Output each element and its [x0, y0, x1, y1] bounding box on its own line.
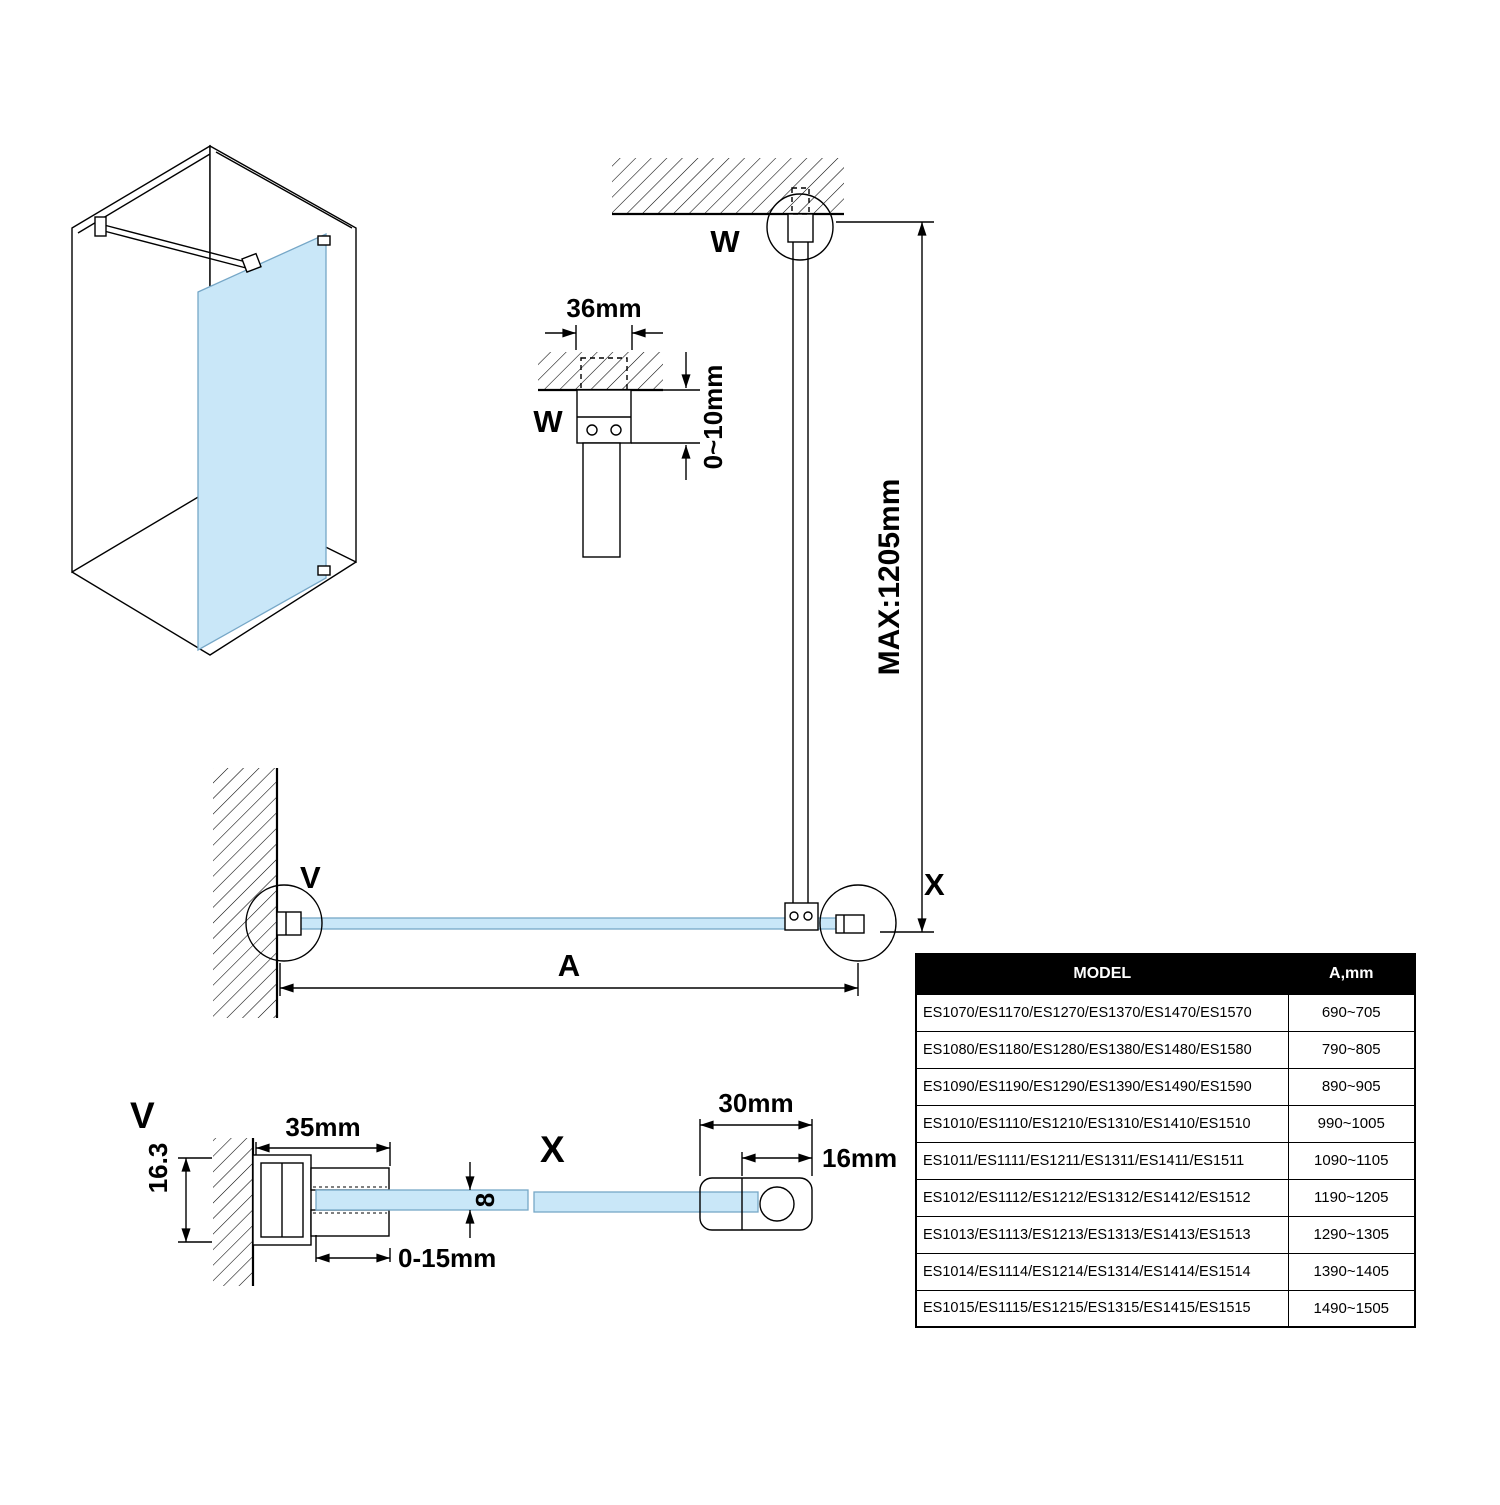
a-mm-cell: 790~805: [1287, 1030, 1416, 1069]
w-callout-circle: [766, 193, 834, 261]
profile-lower-jaw: [310, 1209, 390, 1237]
model-table-body: ES1070/ES1170/ES1270/ES1370/ES1470/ES157…: [915, 993, 1416, 1328]
model-cell: ES1012/ES1112/ES1212/ES1312/ES1412/ES151…: [915, 1178, 1289, 1217]
dim-0-10mm-label: 0~10mm: [698, 365, 728, 470]
dim-0-15mm: 0-15mm: [315, 1235, 496, 1273]
bar-anchor-dashed: [791, 187, 810, 215]
a-mm-cell: 1290~1305: [1287, 1215, 1416, 1254]
elbow-screw-left: [789, 911, 799, 921]
model-cell: ES1070/ES1170/ES1270/ES1370/ES1470/ES157…: [915, 993, 1289, 1032]
support-bar: [792, 213, 809, 907]
glass-wall-fitting-bottom: [317, 565, 331, 576]
dim-35mm-label: 35mm: [285, 1112, 360, 1142]
a-mm-cell: 690~705: [1287, 993, 1416, 1032]
dim-36mm: 36mm: [545, 293, 663, 350]
dim-glass-8-label: 8: [470, 1193, 500, 1207]
dim-16mm: 16mm: [741, 1143, 897, 1176]
support-bar-iso: [94, 216, 262, 273]
ceiling-hatch-main: [612, 158, 844, 214]
bracket-screw-right: [610, 424, 622, 436]
table-row: ES1090/ES1190/ES1290/ES1390/ES1490/ES159…: [915, 1067, 1416, 1106]
bar-clamp-body: [699, 1177, 813, 1231]
model-cell: ES1080/ES1180/ES1280/ES1380/ES1480/ES158…: [915, 1030, 1289, 1069]
label-w: W: [710, 224, 740, 259]
glass-wall-fitting-top: [317, 235, 331, 246]
model-size-table: MODEL A,mm ES1070/ES1170/ES1270/ES1370/E…: [915, 953, 1416, 1328]
table-row: ES1012/ES1112/ES1212/ES1312/ES1412/ES151…: [915, 1178, 1416, 1217]
table-row: ES1014/ES1114/ES1214/ES1314/ES1414/ES151…: [915, 1252, 1416, 1291]
dim-glass-8: 8: [465, 1162, 500, 1238]
label-v: V: [300, 860, 321, 895]
table-row: ES1015/ES1115/ES1215/ES1315/ES1415/ES151…: [915, 1289, 1416, 1328]
detail-w-letter: W: [533, 404, 563, 439]
support-bar-elevation: W MAX:1205mm: [612, 158, 934, 933]
elbow-screw-right: [803, 911, 813, 921]
table-header-row: MODEL A,mm: [915, 953, 1416, 995]
dim-36mm-label: 36mm: [566, 293, 641, 323]
dim-35mm: 35mm: [255, 1112, 391, 1166]
glass-panel-iso: [197, 232, 327, 652]
wall-hatch-plan: [213, 768, 277, 1018]
a-mm-cell: 1090~1105: [1287, 1141, 1416, 1180]
bracket-screw-left: [586, 424, 598, 436]
bar-tube-circle: [759, 1186, 795, 1222]
a-mm-cell: 890~905: [1287, 1067, 1416, 1106]
wall-profile-plan: [276, 911, 302, 936]
table-row: ES1011/ES1111/ES1211/ES1311/ES1411/ES151…: [915, 1141, 1416, 1180]
a-mm-cell: 1490~1505: [1287, 1289, 1416, 1328]
detail-x-section: X 30mm 16mm: [533, 1088, 897, 1231]
glass-detail-v: [315, 1189, 529, 1211]
bar-tube-section: [582, 442, 621, 558]
table-row: ES1010/ES1110/ES1210/ES1310/ES1410/ES151…: [915, 1104, 1416, 1143]
dim-16-3: 16.3: [143, 1143, 212, 1243]
max-height-label: MAX:1205mm: [873, 479, 906, 676]
table-row: ES1013/ES1113/ES1213/ES1313/ES1413/ES151…: [915, 1215, 1416, 1254]
bar-wall-mount-iso: [94, 216, 107, 237]
v-callout-circle: [245, 884, 323, 962]
a-mm-cell: 1390~1405: [1287, 1252, 1416, 1291]
dim-max-height: MAX:1205mm: [836, 221, 934, 933]
bar-glass-clamp-iso: [241, 252, 262, 273]
table-row: ES1070/ES1170/ES1270/ES1370/ES1470/ES157…: [915, 993, 1416, 1032]
a-mm-column-header: A,mm: [1287, 953, 1416, 995]
right-wall-thickness-line: [215, 151, 353, 229]
detail-x-letter: X: [540, 1129, 565, 1170]
model-cell: ES1014/ES1114/ES1214/ES1314/ES1414/ES151…: [915, 1252, 1289, 1291]
dim-16mm-label: 16mm: [822, 1143, 897, 1173]
table-row: ES1080/ES1180/ES1280/ES1380/ES1480/ES158…: [915, 1030, 1416, 1069]
dim-16-3-label: 16.3: [143, 1143, 173, 1194]
model-cell: ES1010/ES1110/ES1210/ES1310/ES1410/ES151…: [915, 1104, 1289, 1143]
model-cell: ES1015/ES1115/ES1215/ES1315/ES1415/ES151…: [915, 1289, 1289, 1328]
detail-v-section: V 16.3 35mm 0-15mm: [130, 1095, 529, 1286]
dim-30mm-label: 30mm: [718, 1088, 793, 1118]
dim-0-10mm: 0~10mm: [631, 352, 728, 480]
glass-end-clamp-plan: [835, 914, 865, 934]
a-mm-cell: 990~1005: [1287, 1104, 1416, 1143]
label-x: X: [924, 867, 945, 902]
dim-0-15mm-label: 0-15mm: [398, 1243, 496, 1273]
model-cell: ES1090/ES1190/ES1290/ES1390/ES1490/ES159…: [915, 1067, 1289, 1106]
plan-view: V X A: [213, 768, 945, 1018]
detail-w-section: 36mm W 0~10mm: [533, 293, 728, 558]
model-column-header: MODEL: [915, 953, 1289, 995]
glass-detail-x: [533, 1191, 759, 1213]
bar-top-bracket: [787, 213, 814, 243]
left-wall: [71, 144, 211, 574]
a-mm-cell: 1190~1205: [1287, 1178, 1416, 1217]
floor-edge: [71, 561, 357, 656]
detail-v-letter: V: [130, 1095, 155, 1136]
dim-a-label: A: [558, 948, 580, 983]
dim-30mm: 30mm: [699, 1088, 813, 1176]
wall-hatch-detail-v: [213, 1138, 253, 1286]
shower-isometric-view: [71, 144, 357, 656]
dim-a: A: [279, 948, 859, 996]
x-callout-circle: [819, 884, 897, 962]
model-cell: ES1011/ES1111/ES1211/ES1311/ES1411/ES151…: [915, 1141, 1289, 1180]
glass-panel-plan: [276, 917, 859, 930]
model-cell: ES1013/ES1113/ES1213/ES1313/ES1413/ES151…: [915, 1215, 1289, 1254]
